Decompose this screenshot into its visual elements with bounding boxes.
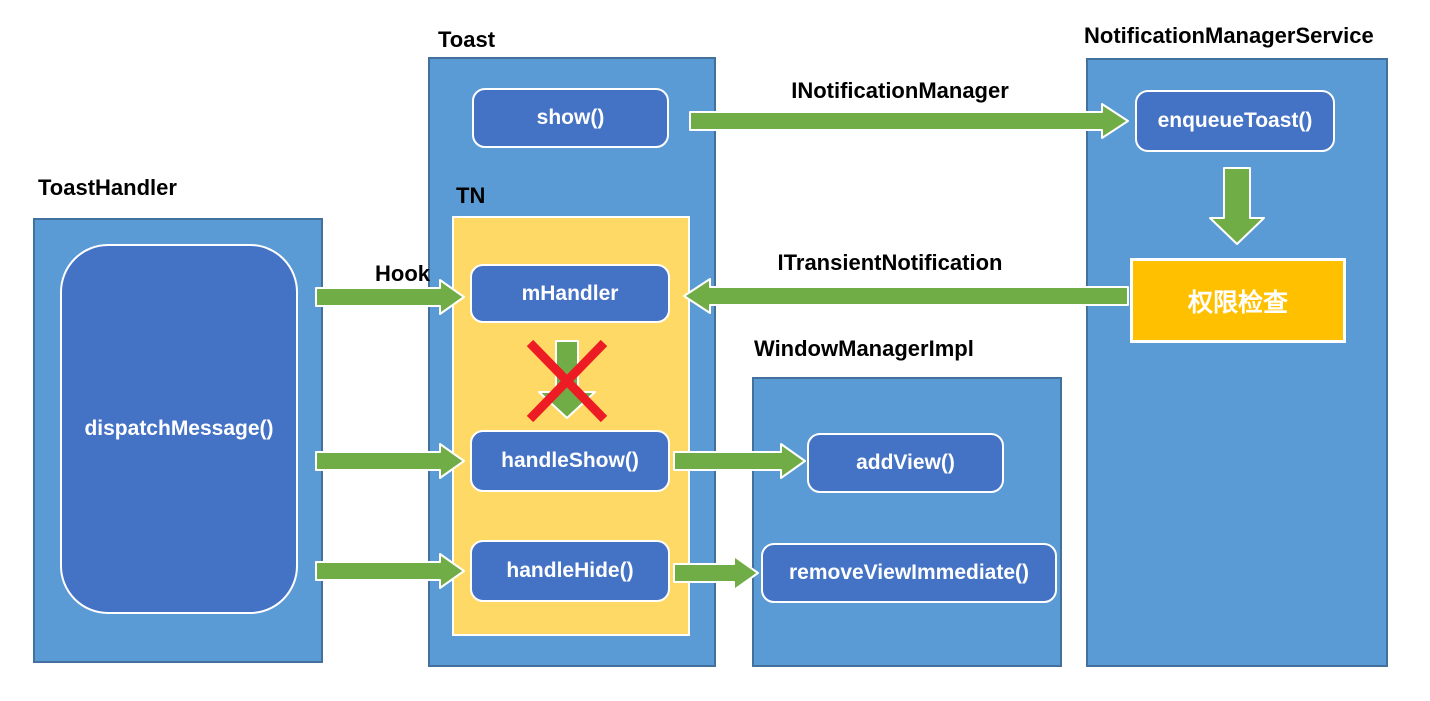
handleshow-block: handleShow() <box>470 430 670 492</box>
arrow-itransientnotification <box>683 278 1129 314</box>
windowmanagerimpl-container <box>752 377 1062 667</box>
arrow-inotificationmanager <box>689 103 1129 139</box>
removeviewimmediate-block: removeViewImmediate() <box>761 543 1057 603</box>
handlehide-block: handleHide() <box>470 540 670 602</box>
notificationmanagerservice-container <box>1086 58 1388 667</box>
tn-title: TN <box>456 183 486 208</box>
permission-check-block: 权限检查 <box>1130 258 1346 343</box>
windowmanagerimpl-title: WindowManagerImpl <box>754 336 974 361</box>
enqueuetoast-block: enqueueToast() <box>1135 90 1335 152</box>
inotificationmanager-label: INotificationManager <box>791 78 1009 103</box>
itransientnotification-label: ITransientNotification <box>777 250 1003 275</box>
toasthandler-title: ToastHandler <box>38 175 177 200</box>
toast-title: Toast <box>438 27 496 52</box>
mhandler-block: mHandler <box>470 264 670 323</box>
notificationmanagerservice-title: NotificationManagerService <box>1084 23 1374 48</box>
dispatchmessage-block: dispatchMessage() <box>60 244 298 614</box>
addview-block: addView() <box>807 433 1004 493</box>
hook-label: Hook <box>375 261 430 286</box>
show-block: show() <box>472 88 669 148</box>
